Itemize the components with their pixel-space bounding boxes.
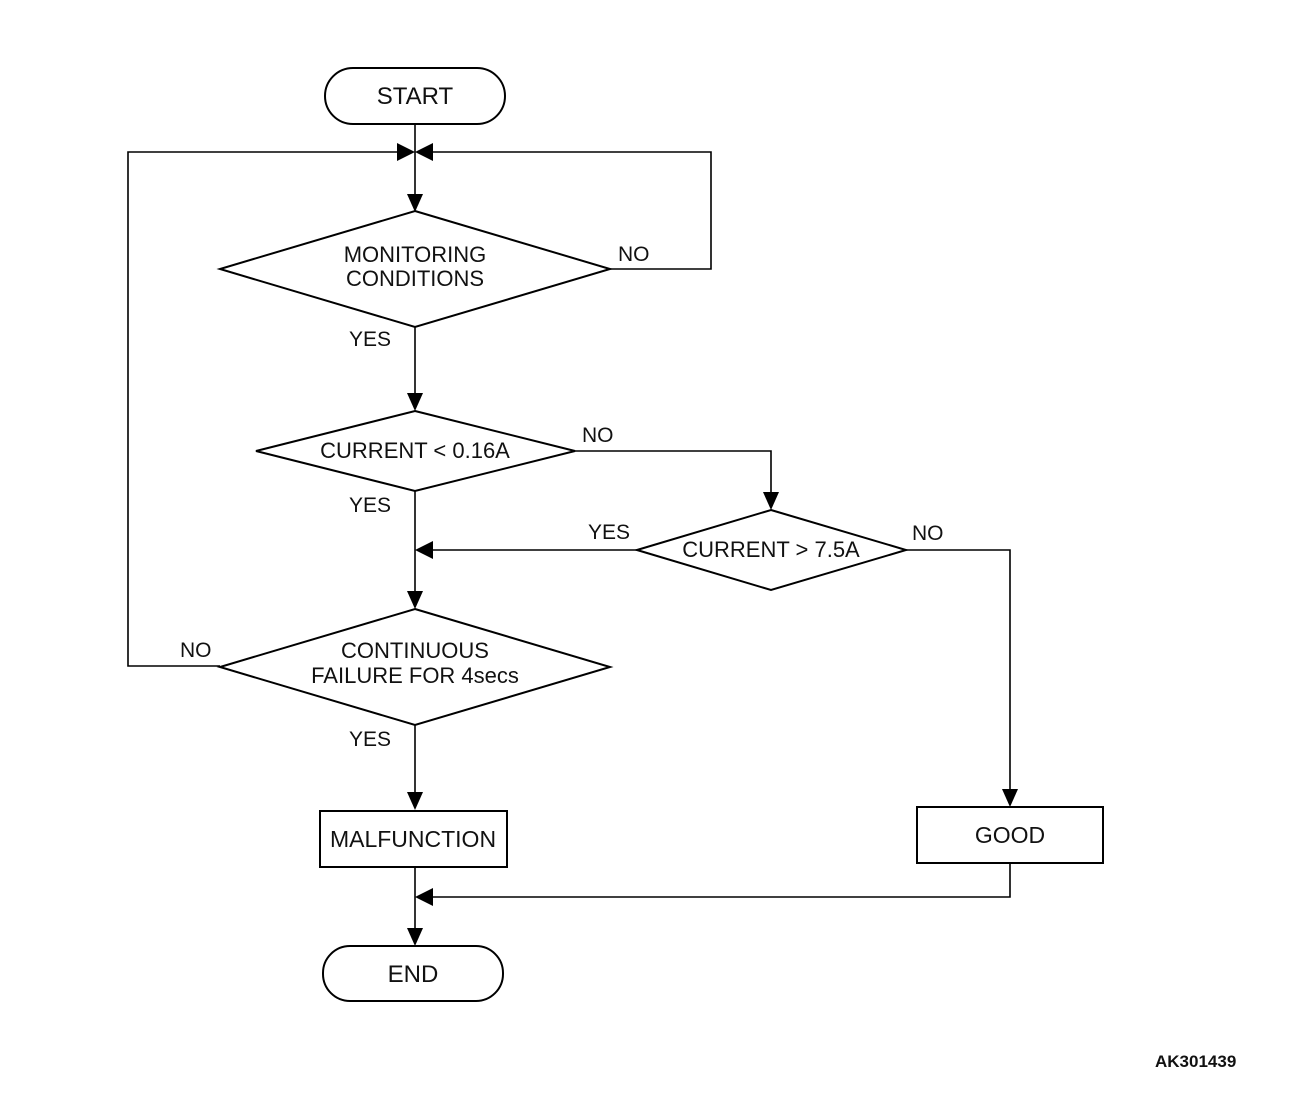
monitoring-yes-label: YES: [349, 328, 391, 351]
start-label: START: [377, 83, 454, 110]
malfunction-node: MALFUNCTION: [319, 810, 508, 868]
arrowhead-down-continuous: [407, 591, 423, 609]
arrowhead-down-good: [1002, 789, 1018, 807]
arrowhead-down-current-low: [407, 393, 423, 411]
figure-id-label: AK301439: [1155, 1052, 1236, 1071]
arrowhead-right-loop-top: [397, 143, 415, 161]
arrowhead-left-current-high-yes: [415, 541, 433, 559]
good-label: GOOD: [975, 822, 1045, 848]
arrowhead-down-malfunction: [407, 792, 423, 810]
arrowheads: [397, 143, 1018, 946]
edge-labels: NO YES NO YES YES NO NO YES: [180, 243, 944, 751]
connector-current-high-no: [906, 549, 1011, 791]
continuous-no-label: NO: [180, 639, 212, 662]
current-low-decision: CURRENT < 0.16A: [255, 409, 576, 493]
current-high-decision: CURRENT > 7.5A: [633, 508, 910, 592]
arrowhead-down-end: [407, 928, 423, 946]
current-low-no-label: NO: [582, 424, 614, 447]
connector-monitoring-no-loop: [431, 151, 712, 270]
current-high-no-label: NO: [912, 522, 944, 545]
malfunction-label: MALFUNCTION: [330, 826, 496, 852]
current-high-label: CURRENT > 7.5A: [682, 537, 860, 562]
connector-continuous-no-loop: [127, 151, 399, 667]
connector-current-low-no: [575, 450, 772, 494]
end-node: END: [322, 945, 504, 1002]
connector-good-to-end: [431, 864, 1011, 898]
arrowhead-down-monitoring: [407, 194, 423, 212]
arrowhead-left-good-to-end: [415, 888, 433, 906]
current-low-label: CURRENT < 0.16A: [320, 438, 510, 463]
connectors: [127, 125, 1011, 930]
arrowhead-left-loop-top: [415, 143, 433, 161]
current-high-yes-label: YES: [588, 521, 630, 544]
monitoring-conditions-decision: MONITORING CONDITIONS: [216, 209, 614, 329]
end-label: END: [388, 961, 439, 988]
continuous-failure-decision: CONTINUOUS FAILURE FOR 4secs: [216, 607, 614, 727]
current-low-yes-label: YES: [349, 494, 391, 517]
monitoring-label-line2: CONDITIONS: [346, 266, 484, 291]
continuous-label-line2: FAILURE FOR 4secs: [311, 663, 519, 688]
start-node: START: [324, 67, 506, 125]
monitoring-label-line1: MONITORING: [344, 242, 487, 267]
good-node: GOOD: [916, 806, 1104, 864]
monitoring-no-label: NO: [618, 243, 650, 266]
arrowhead-down-current-high: [763, 492, 779, 510]
continuous-yes-label: YES: [349, 728, 391, 751]
continuous-label-line1: CONTINUOUS: [341, 638, 489, 663]
